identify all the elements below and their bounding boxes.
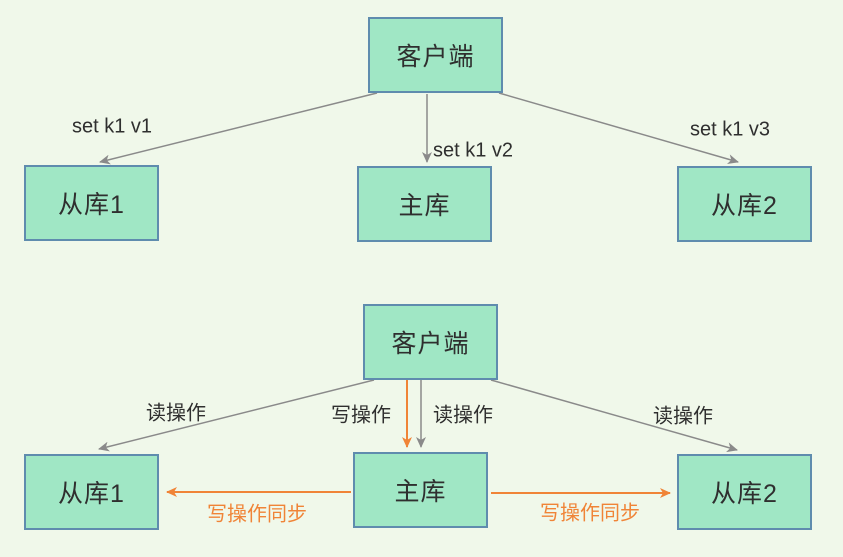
edge-label-read-slave1: 读操作	[146, 402, 206, 425]
node-top-slave1: 从库1	[24, 165, 159, 241]
node-top-master: 主库	[357, 166, 492, 242]
edge-label-set-k1-v1: set k1 v1	[71, 115, 153, 138]
node-bottom-client: 客户端	[363, 304, 498, 380]
edge-label-sync-slave1: 写操作同步	[207, 503, 307, 526]
edge-label-sync-slave2: 写操作同步	[540, 502, 640, 525]
edge-label-read-master: 读操作	[433, 404, 493, 427]
node-bottom-master: 主库	[353, 452, 488, 528]
node-top-slave2: 从库2	[677, 166, 812, 242]
edge-label-set-k1-v3: set k1 v3	[689, 118, 771, 141]
edge-label-read-slave2: 读操作	[653, 405, 713, 428]
node-bottom-slave2: 从库2	[677, 454, 812, 530]
edge-label-set-k1-v2: set k1 v2	[432, 139, 514, 162]
node-bottom-slave1: 从库1	[24, 454, 159, 530]
edge-label-write-master: 写操作	[331, 404, 391, 427]
node-top-client: 客户端	[368, 17, 503, 93]
